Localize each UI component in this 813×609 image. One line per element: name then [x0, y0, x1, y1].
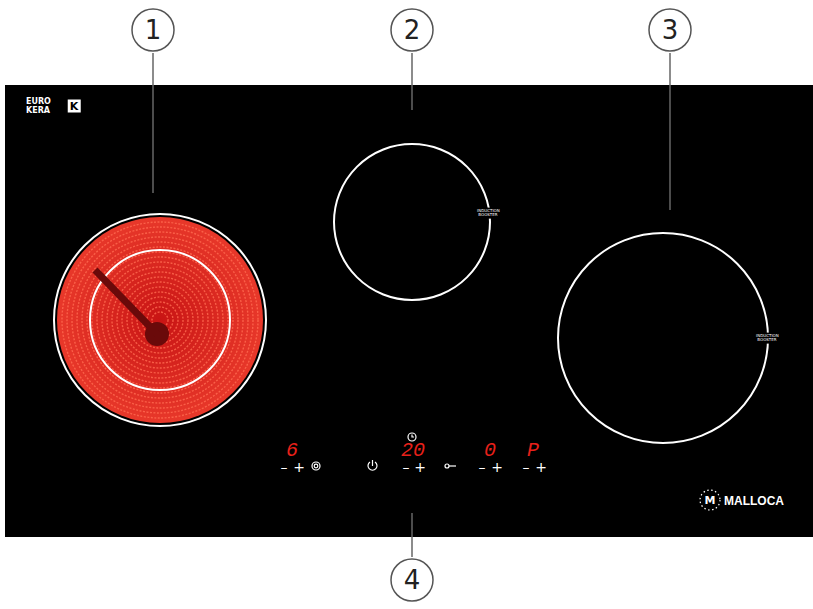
- callout-circle: 2: [390, 8, 434, 52]
- leader-line: [152, 53, 154, 193]
- induction-zone: [558, 233, 768, 443]
- callout-circle: 3: [648, 8, 692, 52]
- glass-panel: [5, 85, 813, 537]
- callout-number: 2: [404, 15, 421, 45]
- callout-circle: 1: [131, 8, 175, 52]
- display-digit: 0: [484, 441, 496, 461]
- leader-line: [669, 53, 671, 210]
- brand-logo: MALLOCA: [724, 495, 784, 507]
- display-digit: P: [527, 441, 539, 461]
- touch-key: –: [523, 460, 530, 474]
- touch-key: –: [403, 460, 410, 474]
- callout-number: 1: [145, 15, 162, 45]
- display-digit: 20: [401, 441, 425, 461]
- brand-logo: KERA: [26, 107, 50, 115]
- callout-number: 4: [404, 565, 421, 595]
- brand-logo: K: [68, 100, 81, 113]
- display-digit: 6: [286, 441, 298, 461]
- touch-key: –: [479, 460, 486, 474]
- callout-circle: 4: [390, 558, 434, 602]
- radiant-zone: [54, 214, 266, 426]
- touch-key: –: [281, 460, 288, 474]
- induction-zone: [334, 144, 490, 300]
- touch-key: +: [414, 460, 426, 474]
- leader-line: [411, 53, 413, 110]
- zone-marking: INDUCTION BOOSTER: [476, 208, 500, 219]
- touch-key: +: [535, 460, 547, 474]
- logo-ring: [700, 490, 720, 510]
- brand-logo: M: [705, 495, 716, 506]
- touch-key: +: [293, 460, 305, 474]
- control-icons: [312, 433, 456, 470]
- zone-marking: INDUCTION BOOSTER: [755, 333, 779, 344]
- callout-number: 3: [662, 15, 679, 45]
- leader-line: [411, 513, 413, 557]
- touch-key: +: [491, 460, 503, 474]
- brand-logo: EURO: [26, 98, 51, 106]
